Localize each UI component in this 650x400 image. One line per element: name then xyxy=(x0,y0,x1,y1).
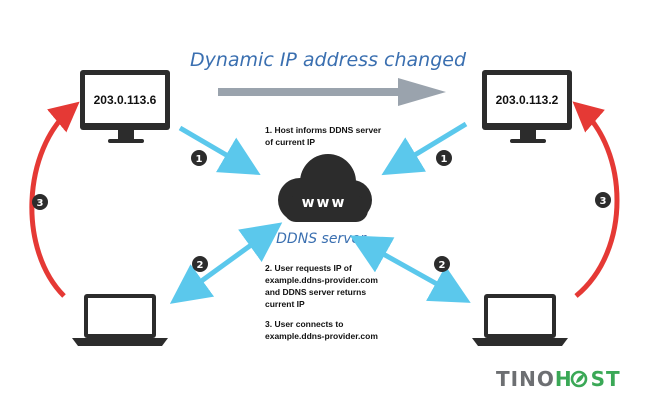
brand-part-st: ST xyxy=(591,367,621,391)
cloud-www-text: www xyxy=(302,195,347,211)
step1-line1: 1. Host informs DDNS server xyxy=(265,125,382,135)
step3-line1: 3. User connects to xyxy=(265,319,343,329)
leaf-icon xyxy=(570,370,588,388)
badge-3-right: 3 xyxy=(595,192,611,208)
badge-3-right-num: 3 xyxy=(600,196,607,207)
step3-line2: example.ddns-provider.com xyxy=(265,331,378,341)
ddns-cloud-icon: www xyxy=(278,154,372,222)
step1-line2: of current IP xyxy=(265,137,315,147)
badge-1-right-num: 1 xyxy=(441,154,448,165)
arrow-right-monitor-to-server xyxy=(381,121,468,176)
arrow-left-laptop-to-monitor xyxy=(29,101,80,298)
diagram-title: Dynamic IP address changed xyxy=(190,49,467,71)
badge-2-left-num: 2 xyxy=(197,260,204,271)
badge-1-left: 1 xyxy=(191,150,207,166)
badge-1-left-num: 1 xyxy=(196,154,203,165)
step2-note: 2. User requests IP of example.ddns-prov… xyxy=(265,263,378,309)
badge-3-left-num: 3 xyxy=(37,198,44,209)
badge-1-right: 1 xyxy=(436,150,452,166)
ddns-server-label: DDNS server xyxy=(276,231,367,247)
badge-2-left: 2 xyxy=(192,256,208,272)
tinohost-logo: TINOHOST xyxy=(496,367,621,391)
step2-line3: and DDNS server returns xyxy=(265,287,366,297)
step2-line1: 2. User requests IP of xyxy=(265,263,352,273)
left-monitor: 203.0.113.6 xyxy=(80,70,170,143)
step1-note: 1. Host informs DDNS server of current I… xyxy=(265,125,382,147)
brand-part-tino: TINO xyxy=(496,367,555,391)
step2-line2: example.ddns-provider.com xyxy=(265,275,378,285)
ip-change-arrow xyxy=(218,78,446,106)
brand-part-h: H xyxy=(555,367,573,391)
step3-note: 3. User connects to example.ddns-provide… xyxy=(265,319,378,341)
left-monitor-ip: 203.0.113.6 xyxy=(94,93,157,107)
right-monitor-ip: 203.0.113.2 xyxy=(496,93,559,107)
left-laptop xyxy=(72,294,168,346)
right-laptop xyxy=(472,294,568,346)
arrow-left-monitor-to-server xyxy=(178,125,261,176)
arrow-server-left-laptop xyxy=(169,222,283,304)
badge-2-right-num: 2 xyxy=(439,260,446,271)
arrow-right-laptop-to-monitor xyxy=(572,101,620,298)
badge-2-right: 2 xyxy=(434,256,450,272)
arrow-server-right-laptop xyxy=(349,235,471,303)
badge-3-left: 3 xyxy=(32,194,48,210)
right-monitor: 203.0.113.2 xyxy=(482,70,572,143)
step2-line4: current IP xyxy=(265,299,305,309)
svg-text:TINOHOST: TINOHOST xyxy=(496,367,621,391)
